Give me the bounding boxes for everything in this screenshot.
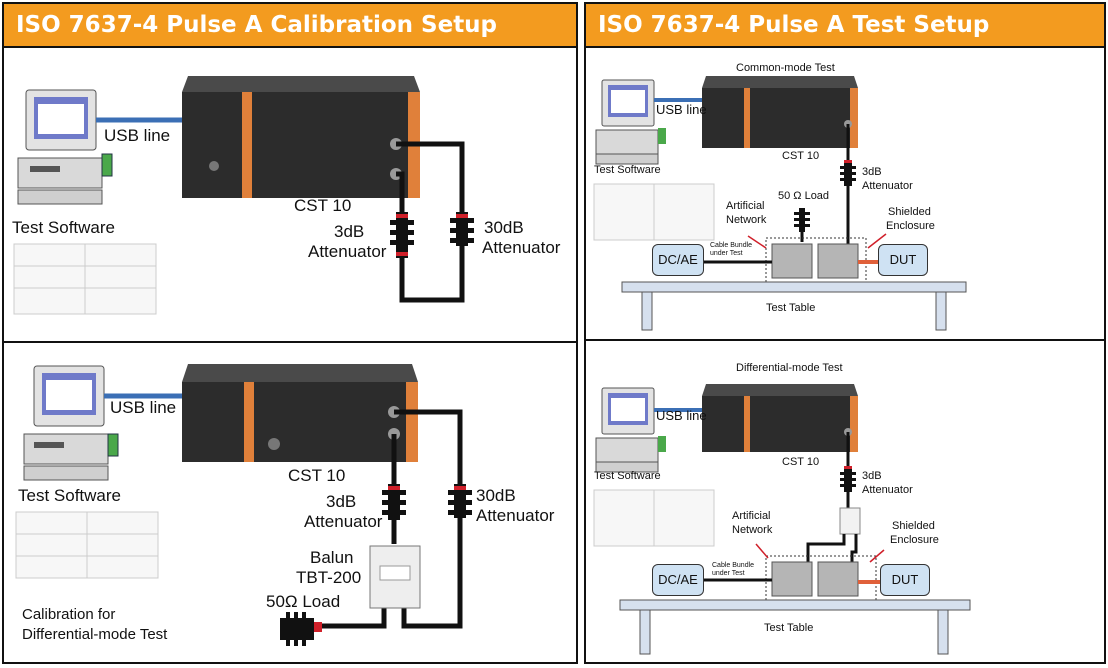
network-label-3b: Network bbox=[726, 214, 767, 226]
attenuator-30db-label-1: 30dB bbox=[484, 218, 524, 237]
cst10-device bbox=[182, 76, 420, 198]
table-label-3: Test Table bbox=[766, 302, 816, 314]
load-50ohm-icon bbox=[280, 612, 322, 646]
test-software-label-3: Test Software bbox=[594, 164, 661, 176]
device-label-2: CST 10 bbox=[288, 466, 346, 485]
right-panel: ISO 7637-4 Pulse A Test Setup bbox=[584, 2, 1106, 664]
device-label-3: CST 10 bbox=[782, 150, 820, 162]
attenuator-3db-label-2: Attenuator bbox=[308, 242, 387, 261]
left-panel: ISO 7637-4 Pulse A Calibration Setup bbox=[2, 2, 578, 664]
computer-icon-4 bbox=[595, 387, 666, 473]
test-table-2 bbox=[619, 599, 971, 611]
attenuator-3db-label-3: 3dB bbox=[326, 492, 357, 511]
attenuator-3db-icon-2 bbox=[382, 484, 406, 520]
right-panel-title: ISO 7637-4 Pulse A Test Setup bbox=[586, 4, 1104, 48]
common-mode-heading: Common-mode Test bbox=[736, 62, 835, 74]
device-label-4: CST 10 bbox=[782, 456, 820, 468]
balun-label-2: TBT-200 bbox=[296, 568, 362, 587]
usb-line-label-3: USB line bbox=[656, 102, 707, 117]
attenuator-3db-label-4: Attenuator bbox=[304, 512, 383, 531]
cable-label-3b: under Test bbox=[710, 250, 743, 257]
artificial-network-icon-2 bbox=[817, 243, 859, 279]
usb-line-label-2: USB line bbox=[110, 398, 177, 417]
cst10-device-4 bbox=[702, 384, 858, 452]
attenuator-label-4a: 3dB bbox=[862, 470, 882, 482]
attenuator-30db-icon-2 bbox=[448, 484, 472, 518]
test-software-label-2: Test Software bbox=[18, 486, 121, 505]
load-label-3: 50 Ω Load bbox=[778, 190, 830, 202]
computer-icon bbox=[17, 89, 113, 205]
test-software-label-4: Test Software bbox=[594, 470, 661, 482]
cable-label-4a: Cable Bundle bbox=[712, 562, 755, 569]
test-table bbox=[621, 281, 967, 293]
attenuator-label-3a: 3dB bbox=[862, 166, 882, 178]
artificial-network-icon bbox=[771, 243, 813, 279]
caption-line-2: Differential-mode Test bbox=[22, 626, 168, 643]
dut-box: DUT bbox=[878, 244, 928, 276]
left-divider bbox=[4, 341, 576, 343]
attenuator-icon-4 bbox=[840, 466, 856, 492]
artificial-network-icon-4 bbox=[817, 561, 859, 597]
attenuator-label-4b: Attenuator bbox=[862, 484, 913, 496]
cst10-device-2 bbox=[182, 364, 418, 462]
balun-icon-2 bbox=[839, 507, 861, 535]
attenuator-30db-icon bbox=[450, 212, 474, 246]
load-icon-3 bbox=[794, 208, 810, 242]
network-label-3a: Artificial bbox=[726, 200, 765, 212]
caption-line-1: Calibration for bbox=[22, 606, 116, 623]
enclosure-label-4b: Enclosure bbox=[890, 534, 939, 546]
usb-line-label-4: USB line bbox=[656, 408, 707, 423]
attenuator-3db-label-1: 3dB bbox=[334, 222, 365, 241]
network-label-4b: Network bbox=[732, 524, 773, 536]
cable-label-4b: under Test bbox=[712, 570, 745, 577]
enclosure-label-3b: Enclosure bbox=[886, 220, 935, 232]
cable-label-3a: Cable Bundle bbox=[710, 242, 753, 249]
test-software-label: Test Software bbox=[12, 218, 115, 237]
balun-icon bbox=[369, 545, 421, 609]
dcae-box-2: DC/AE bbox=[652, 564, 704, 596]
load-label: 50Ω Load bbox=[266, 592, 341, 611]
dcae-box: DC/AE bbox=[652, 244, 704, 276]
usb-line-label: USB line bbox=[104, 126, 171, 145]
computer-icon-3 bbox=[595, 79, 666, 165]
cst10-device-3 bbox=[702, 76, 858, 148]
attenuator-icon-3 bbox=[840, 160, 856, 186]
calibration-top-diagram bbox=[13, 76, 474, 646]
device-label: CST 10 bbox=[294, 196, 352, 215]
balun-label-1: Balun bbox=[310, 548, 354, 567]
differential-mode-heading: Differential-mode Test bbox=[736, 362, 843, 374]
dut-box-2: DUT bbox=[880, 564, 930, 596]
network-label-4a: Artificial bbox=[732, 510, 771, 522]
attenuator-30db-label-2: Attenuator bbox=[482, 238, 561, 257]
computer-icon-2 bbox=[23, 365, 119, 481]
artificial-network-icon-3 bbox=[771, 561, 813, 597]
enclosure-label-3a: Shielded bbox=[888, 206, 931, 218]
table-label-4: Test Table bbox=[764, 622, 814, 634]
enclosure-label-4a: Shielded bbox=[892, 520, 935, 532]
attenuator-30db-label-4: Attenuator bbox=[476, 506, 555, 525]
attenuator-3db-icon bbox=[390, 212, 414, 258]
attenuator-label-3b: Attenuator bbox=[862, 180, 913, 192]
attenuator-30db-label-3: 30dB bbox=[476, 486, 516, 505]
test-setup-diagram bbox=[586, 76, 1104, 655]
left-panel-title: ISO 7637-4 Pulse A Calibration Setup bbox=[4, 4, 576, 48]
